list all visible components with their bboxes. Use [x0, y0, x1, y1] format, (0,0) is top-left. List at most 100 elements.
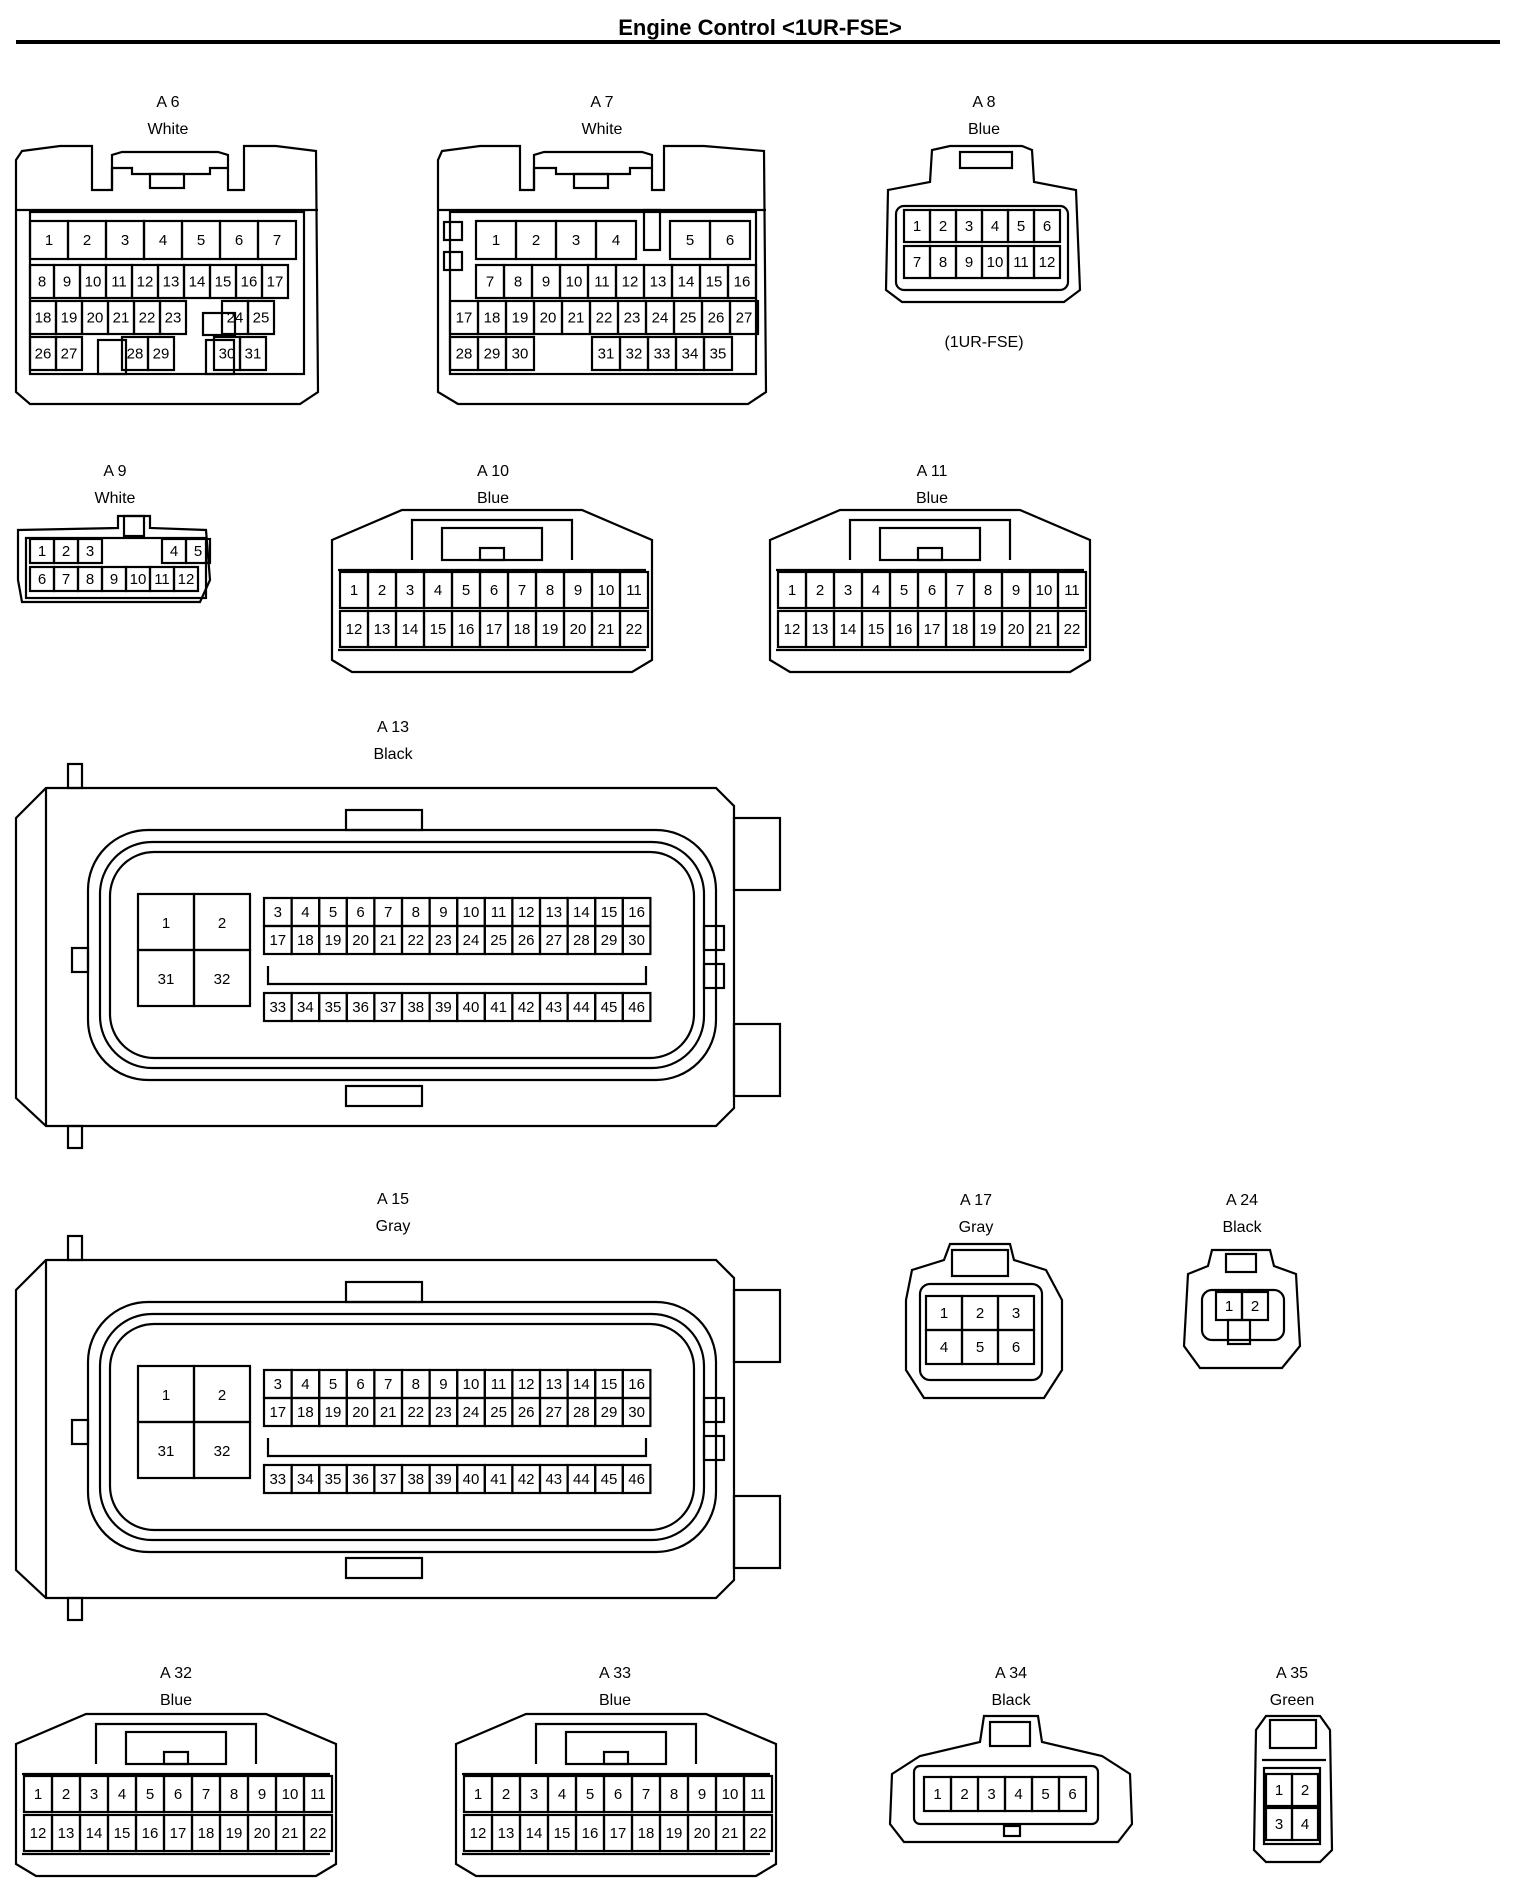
pin-label: 9	[258, 1786, 266, 1803]
pin-label: 6	[928, 582, 936, 599]
pin-label: 17	[269, 932, 286, 949]
housing-outline	[1182, 1248, 1302, 1370]
pin-label: 22	[139, 310, 156, 327]
pin-label: 1	[940, 1305, 948, 1322]
pin-label: 19	[542, 621, 559, 638]
pin-label: 29	[601, 1404, 618, 1421]
pin-label: 18	[35, 310, 52, 327]
pin-label: 22	[750, 1825, 767, 1842]
pin-label: 1	[45, 232, 53, 249]
pin-label: 1	[913, 218, 921, 235]
pin-label: 25	[253, 310, 270, 327]
pin-label: 13	[650, 274, 667, 291]
pin-label: 16	[628, 904, 645, 921]
connector-name: A 7	[590, 94, 613, 111]
pin-label: 8	[670, 1786, 678, 1803]
pin-label: 10	[987, 254, 1004, 271]
pin-label: 9	[439, 1376, 447, 1393]
connector-color: Blue	[916, 490, 948, 507]
big-pin	[192, 1420, 252, 1480]
pin-label: 22	[596, 310, 613, 327]
pin-label: 4	[991, 218, 999, 235]
pin-label: 28	[573, 1404, 590, 1421]
key-post	[1226, 1318, 1252, 1346]
pin-label: 22	[407, 1404, 424, 1421]
pin-label: 22	[310, 1825, 327, 1842]
pin-label: 24	[463, 932, 480, 949]
pin-field	[108, 850, 696, 1060]
pin-label: 1	[788, 582, 796, 599]
pin-label: 5	[329, 1376, 337, 1393]
pin-label: 14	[573, 1376, 590, 1393]
housing-outline	[884, 144, 1082, 304]
connector-name: A 34	[995, 1665, 1027, 1682]
connector-color: Gray	[376, 1218, 411, 1235]
pin-label: 16	[734, 274, 751, 291]
pin-label: 14	[573, 904, 590, 921]
pin-label: 41	[490, 1471, 507, 1488]
pin-label: 2	[62, 543, 70, 560]
pin-label: 9	[1012, 582, 1020, 599]
pin-label: 27	[736, 310, 753, 327]
pin-label: 11	[111, 274, 127, 291]
pin-label: 7	[384, 1376, 392, 1393]
latch-tab	[162, 1750, 190, 1766]
pin-label: 31	[598, 346, 615, 363]
side-tab	[732, 816, 782, 892]
pin-label: 13	[545, 904, 562, 921]
pin-label: 23	[165, 310, 182, 327]
pin-label: 10	[598, 582, 615, 599]
bottom-key	[344, 1084, 424, 1108]
pin-frame	[894, 204, 1070, 292]
connector-name: A 8	[972, 94, 995, 111]
side-notch	[442, 250, 464, 272]
pin-label: 30	[219, 346, 236, 363]
pin-label: 2	[532, 232, 540, 249]
side-tab	[732, 1022, 782, 1098]
pin-label: 18	[638, 1825, 655, 1842]
side-notch	[442, 220, 464, 242]
latch-tab	[916, 546, 944, 562]
pin-label: 11	[1064, 582, 1080, 599]
latch	[110, 166, 228, 190]
pin-label: 25	[680, 310, 697, 327]
pin-label: 3	[844, 582, 852, 599]
pin-label: 9	[965, 254, 973, 271]
pin-label: 16	[241, 274, 258, 291]
latch	[1268, 1718, 1318, 1750]
housing-outline	[16, 514, 212, 604]
pin-label: 19	[512, 310, 529, 327]
pin-cell	[594, 219, 638, 261]
latch	[988, 1720, 1032, 1748]
housing-outline	[888, 1714, 1134, 1844]
pin-label: 10	[85, 274, 102, 291]
connector-color: Green	[1270, 1692, 1314, 1709]
pin-label: 8	[514, 274, 522, 291]
pin-label: 8	[939, 254, 947, 271]
pin-label: 16	[896, 621, 913, 638]
pin-label: 19	[666, 1825, 683, 1842]
pin-label: 6	[1012, 1339, 1020, 1356]
connector-color: White	[148, 121, 189, 138]
post	[66, 1596, 84, 1622]
big-pin	[192, 948, 252, 1008]
key-slot	[96, 338, 128, 376]
big-pin-label: 1	[162, 915, 170, 932]
pin-label: 3	[987, 1786, 995, 1803]
pin-label: 18	[297, 1404, 314, 1421]
pin-label: 14	[840, 621, 857, 638]
pin-label: 30	[628, 932, 645, 949]
pin-label: 9	[574, 582, 582, 599]
pin-label: 1	[1225, 1298, 1233, 1315]
pin-label: 7	[384, 904, 392, 921]
pin-label: 9	[63, 274, 71, 291]
pin-label: 5	[1041, 1786, 1049, 1803]
pin-label: 22	[407, 932, 424, 949]
pin-label: 25	[490, 1404, 507, 1421]
pin-label: 35	[325, 1471, 342, 1488]
pin-cell	[996, 1328, 1036, 1366]
latch	[1224, 1252, 1258, 1274]
pin-label: 11	[154, 571, 170, 588]
